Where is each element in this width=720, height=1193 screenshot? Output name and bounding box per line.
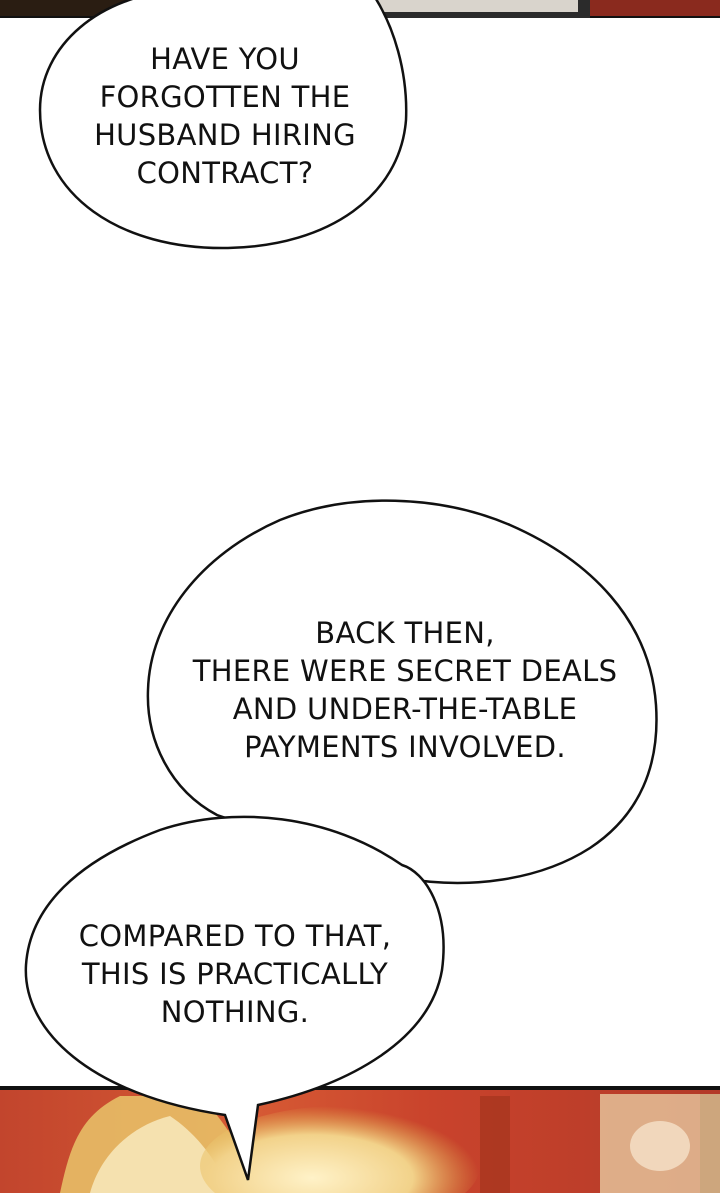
speech-bubble-1-text: HAVE YOU FORGOTTEN THE HUSBAND HIRING CO… (94, 42, 356, 190)
next-panel-strip (0, 1086, 720, 1193)
speech-bubble-1 (38, 0, 408, 250)
speech-bubble-2-text: BACK THEN, THERE WERE SECRET DEALS AND U… (192, 616, 618, 764)
next-panel-art (0, 1086, 720, 1193)
speech-bubble-2 (146, 499, 658, 885)
speech-bubble-3-text: COMPARED TO THAT, THIS IS PRACTICALLY NO… (78, 919, 392, 1029)
speech-bubble-3 (24, 815, 445, 1181)
